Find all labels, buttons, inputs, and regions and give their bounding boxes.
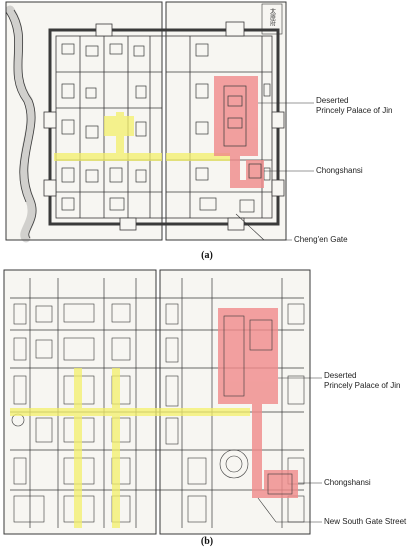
label-chengen-gate-a: Cheng'en Gate	[294, 235, 348, 244]
caption-a: (a)	[201, 250, 213, 261]
building-marks-a	[61, 43, 271, 213]
map-panel-a: 太原府	[5, 1, 314, 243]
label-new-south-gate-street-b: New South Gate Street	[324, 517, 407, 526]
palace-highlight-a	[214, 76, 258, 156]
label-chongshansi-a: Chongshansi	[316, 166, 363, 175]
label-chongshansi-b: Chongshansi	[324, 478, 371, 487]
callout-lines-b	[257, 377, 322, 523]
callout-lines-a	[235, 102, 314, 241]
river	[5, 5, 37, 243]
gate-towers-a	[43, 21, 285, 231]
yellow-highlight-a	[54, 112, 230, 161]
label-palace-b: Deserted Princely Palace of Jin	[324, 371, 401, 390]
map-a-left-leaf	[5, 1, 163, 241]
map-title-seal	[261, 3, 283, 35]
map-panel-b	[3, 269, 322, 535]
map-title-seal-text: 太原府	[269, 7, 276, 27]
label-palace-a: Deserted Princely Palace of Jin	[316, 96, 393, 115]
caption-b: (b)	[200, 536, 214, 547]
temple-highlight-a	[246, 160, 264, 182]
palace-highlight-b	[218, 308, 278, 404]
yellow-highlight-b	[10, 368, 250, 528]
red-highlight-a	[214, 76, 264, 188]
